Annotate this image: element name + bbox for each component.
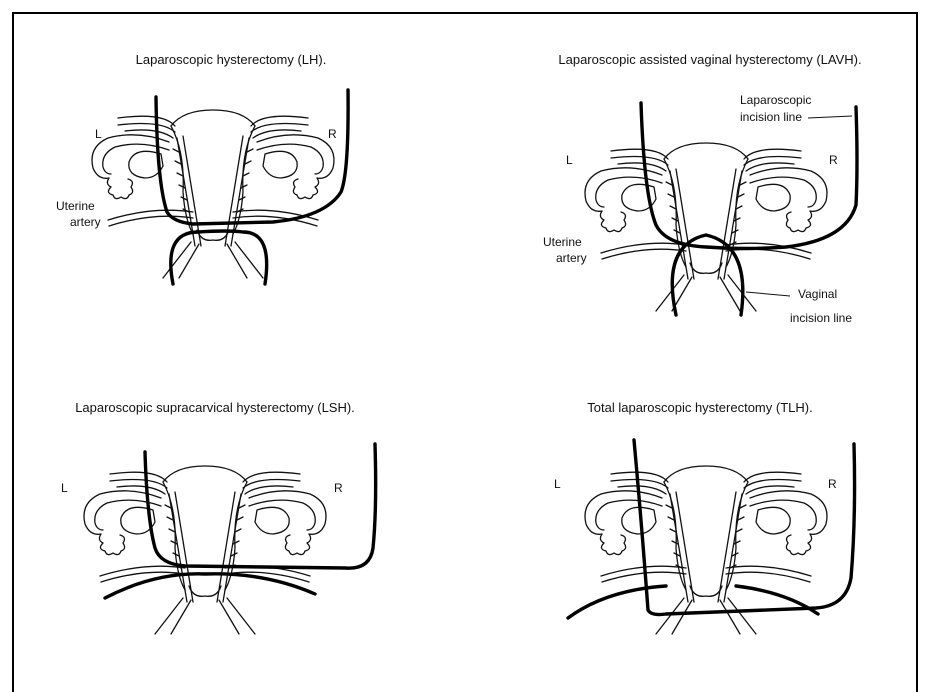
label-lap-incision-2: incision line xyxy=(740,110,802,124)
label-uterine-artery-lavh-1: Uterine xyxy=(543,235,582,249)
leader-vag-incision xyxy=(746,292,790,296)
panel-title-lsh: Laparoscopic supracarvical hysterectomy … xyxy=(75,400,355,415)
uterus-illustration-lsh xyxy=(84,444,376,634)
label-r-lavh: R xyxy=(829,153,838,167)
label-l-tlh: L xyxy=(554,477,561,491)
label-r-lsh: R xyxy=(334,481,343,495)
label-uterine-artery-lh-1: Uterine xyxy=(56,199,95,213)
label-l-lavh: L xyxy=(566,153,573,167)
label-vag-incision-1: Vaginal xyxy=(798,287,837,301)
label-r-lh: R xyxy=(328,127,337,141)
label-r-tlh: R xyxy=(828,477,837,491)
uterus-illustration-lh xyxy=(92,90,348,284)
label-vag-incision-2: incision line xyxy=(790,311,852,325)
uterus-illustration-lavh xyxy=(585,103,857,315)
label-uterine-artery-lh-2: artery xyxy=(70,215,101,229)
panel-title-tlh: Total laparoscopic hysterectomy (TLH). xyxy=(587,400,812,415)
uterus-illustration-tlh xyxy=(568,440,855,634)
label-l-lsh: L xyxy=(61,481,68,495)
label-l-lh: L xyxy=(95,127,102,141)
label-uterine-artery-lavh-2: artery xyxy=(556,251,587,265)
panel-title-lh: Laparoscopic hysterectomy (LH). xyxy=(136,52,327,67)
panel-title-lavh: Laparoscopic assisted vaginal hysterecto… xyxy=(558,52,861,67)
label-lap-incision-1: Laparoscopic xyxy=(740,93,811,107)
leader-lap-incision xyxy=(808,116,852,118)
